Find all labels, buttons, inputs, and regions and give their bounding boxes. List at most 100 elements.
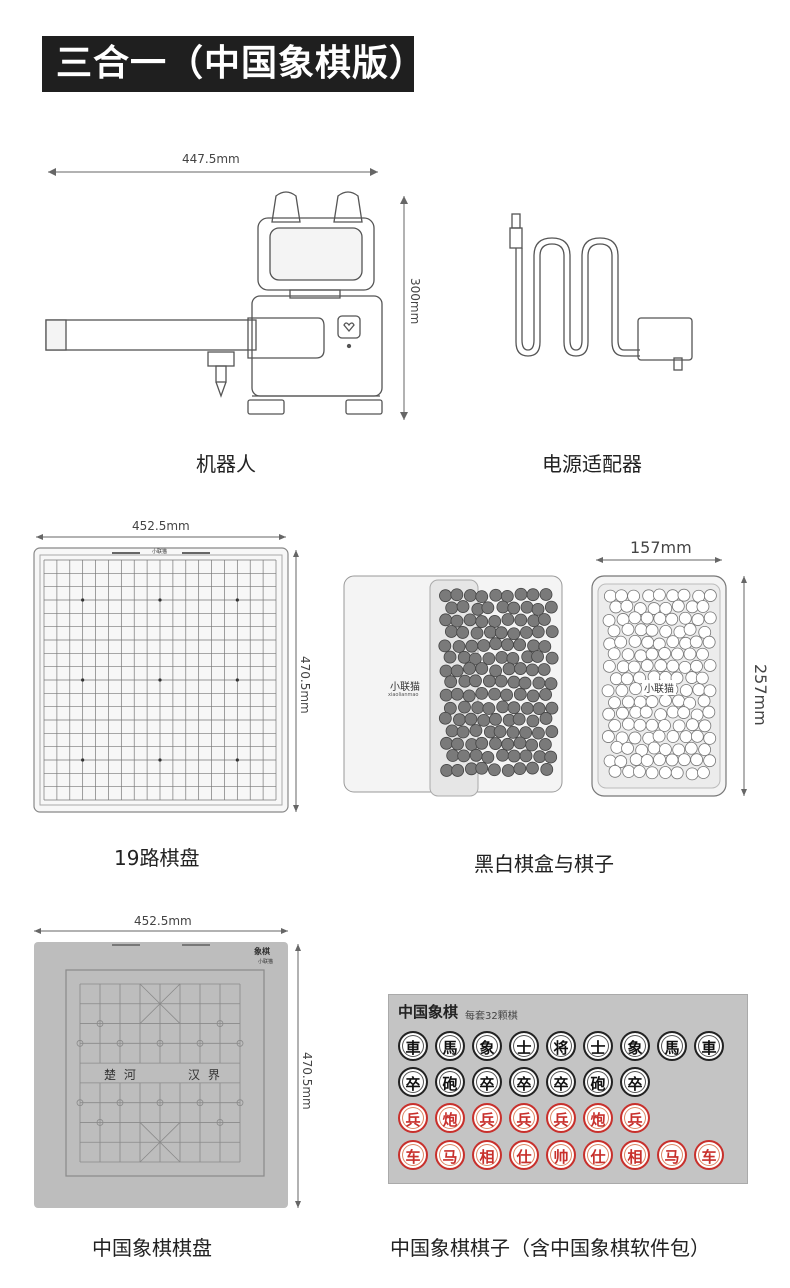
white-stone (629, 682, 642, 696)
white-stone (678, 611, 692, 625)
xiangqi-marker (196, 1099, 204, 1107)
white-stone (691, 613, 705, 626)
white-stone (607, 624, 621, 638)
white-stone (690, 729, 704, 743)
black-stone (456, 626, 470, 639)
star-point (235, 758, 239, 762)
black-stone (526, 761, 539, 775)
white-stone (601, 730, 615, 743)
xiangqi-piece: 马 (435, 1140, 465, 1170)
black-stone (539, 712, 553, 725)
black-stone (513, 687, 527, 701)
white-stone (690, 753, 704, 767)
white-stone (627, 660, 641, 674)
white-stone (616, 706, 629, 720)
star-point (235, 678, 239, 682)
white-stone (677, 706, 691, 719)
black-stone (481, 601, 495, 615)
xiangqi-piece: 马 (657, 1140, 687, 1170)
xiangqi-piece: 卒 (472, 1067, 502, 1097)
white-stone (645, 718, 659, 732)
black-stone (506, 725, 520, 739)
star-point (235, 598, 239, 602)
black-stone (470, 626, 484, 640)
white-stone (602, 614, 616, 627)
xiangqi-marker (216, 1020, 224, 1027)
xiangqi-piece: 帅 (546, 1140, 576, 1170)
black-stone (475, 736, 489, 750)
adapter-caption: 电源适配器 (542, 452, 642, 476)
xiangqi-piece: 炮 (435, 1103, 465, 1133)
white-stone (672, 743, 686, 757)
xiangqi-river-left: 楚 河 (104, 1068, 138, 1082)
black-stone (512, 712, 526, 726)
black-stone (494, 626, 508, 640)
xiangqi-piece: 砲 (583, 1067, 613, 1097)
black-stone (501, 613, 515, 626)
black-stone (539, 588, 553, 601)
black-stone (494, 674, 508, 688)
white-stone (672, 719, 686, 733)
xiangqi-marker (216, 1119, 224, 1126)
black-stone (475, 687, 489, 700)
black-stone (488, 763, 501, 777)
xiangqi-piece: 仕 (583, 1140, 613, 1170)
xiangqi-marker (96, 1020, 104, 1027)
black-stone (482, 652, 496, 666)
white-stone (640, 611, 654, 625)
star-point (158, 678, 162, 682)
black-stone (544, 600, 558, 614)
white-stone (666, 730, 680, 743)
white-stone (659, 601, 673, 615)
black-stone (475, 590, 489, 604)
white-stone (698, 719, 712, 733)
xiangqi-piece: 卒 (620, 1067, 650, 1097)
black-stone (456, 725, 470, 739)
white-stone (696, 600, 710, 613)
black-stone (464, 712, 478, 726)
black-stone (451, 737, 464, 751)
white-stone (645, 695, 659, 708)
black-stone (469, 674, 482, 688)
black-stone (475, 761, 489, 775)
black-stone (450, 614, 464, 628)
star-point (81, 758, 85, 762)
xiangqi-piece: 炮 (583, 1103, 613, 1133)
xiangqi-marker (116, 1039, 124, 1047)
white-stone (671, 647, 684, 661)
white-stone (665, 612, 679, 626)
white-stone (689, 635, 703, 649)
white-stone (683, 623, 697, 636)
black-box-brand-sub: xiaolianmao (388, 692, 419, 698)
black-stone (544, 750, 558, 764)
black-stone (519, 726, 533, 740)
star-point (81, 598, 85, 602)
white-stone (620, 599, 634, 613)
black-stone (513, 762, 527, 776)
white-stone (607, 647, 621, 661)
white-stone (608, 719, 622, 732)
white-stone (614, 635, 628, 649)
xiangqi-marker (76, 1099, 84, 1107)
xiangqi-board-brand: 象棋 (254, 947, 270, 956)
xiangqi-marker (76, 1039, 84, 1047)
white-stone (679, 684, 693, 697)
black-stone (532, 702, 546, 715)
black-stone (525, 738, 539, 752)
xiangqi-piece: 将 (546, 1031, 576, 1061)
white-stone (684, 741, 698, 755)
white-stone (645, 623, 659, 637)
white-stone (659, 625, 673, 638)
xiangqi-piece: 相 (620, 1140, 650, 1170)
black-stone (468, 652, 482, 666)
black-stone (475, 615, 489, 628)
go-board-grid (43, 559, 277, 801)
white-stone (645, 766, 659, 780)
black-stone (531, 602, 545, 616)
white-stone (703, 754, 717, 768)
white-stone (645, 647, 659, 661)
black-stone (475, 662, 489, 675)
black-stone (500, 589, 514, 603)
stone-box-caption: 黑白棋盒与棋子 (474, 852, 614, 876)
